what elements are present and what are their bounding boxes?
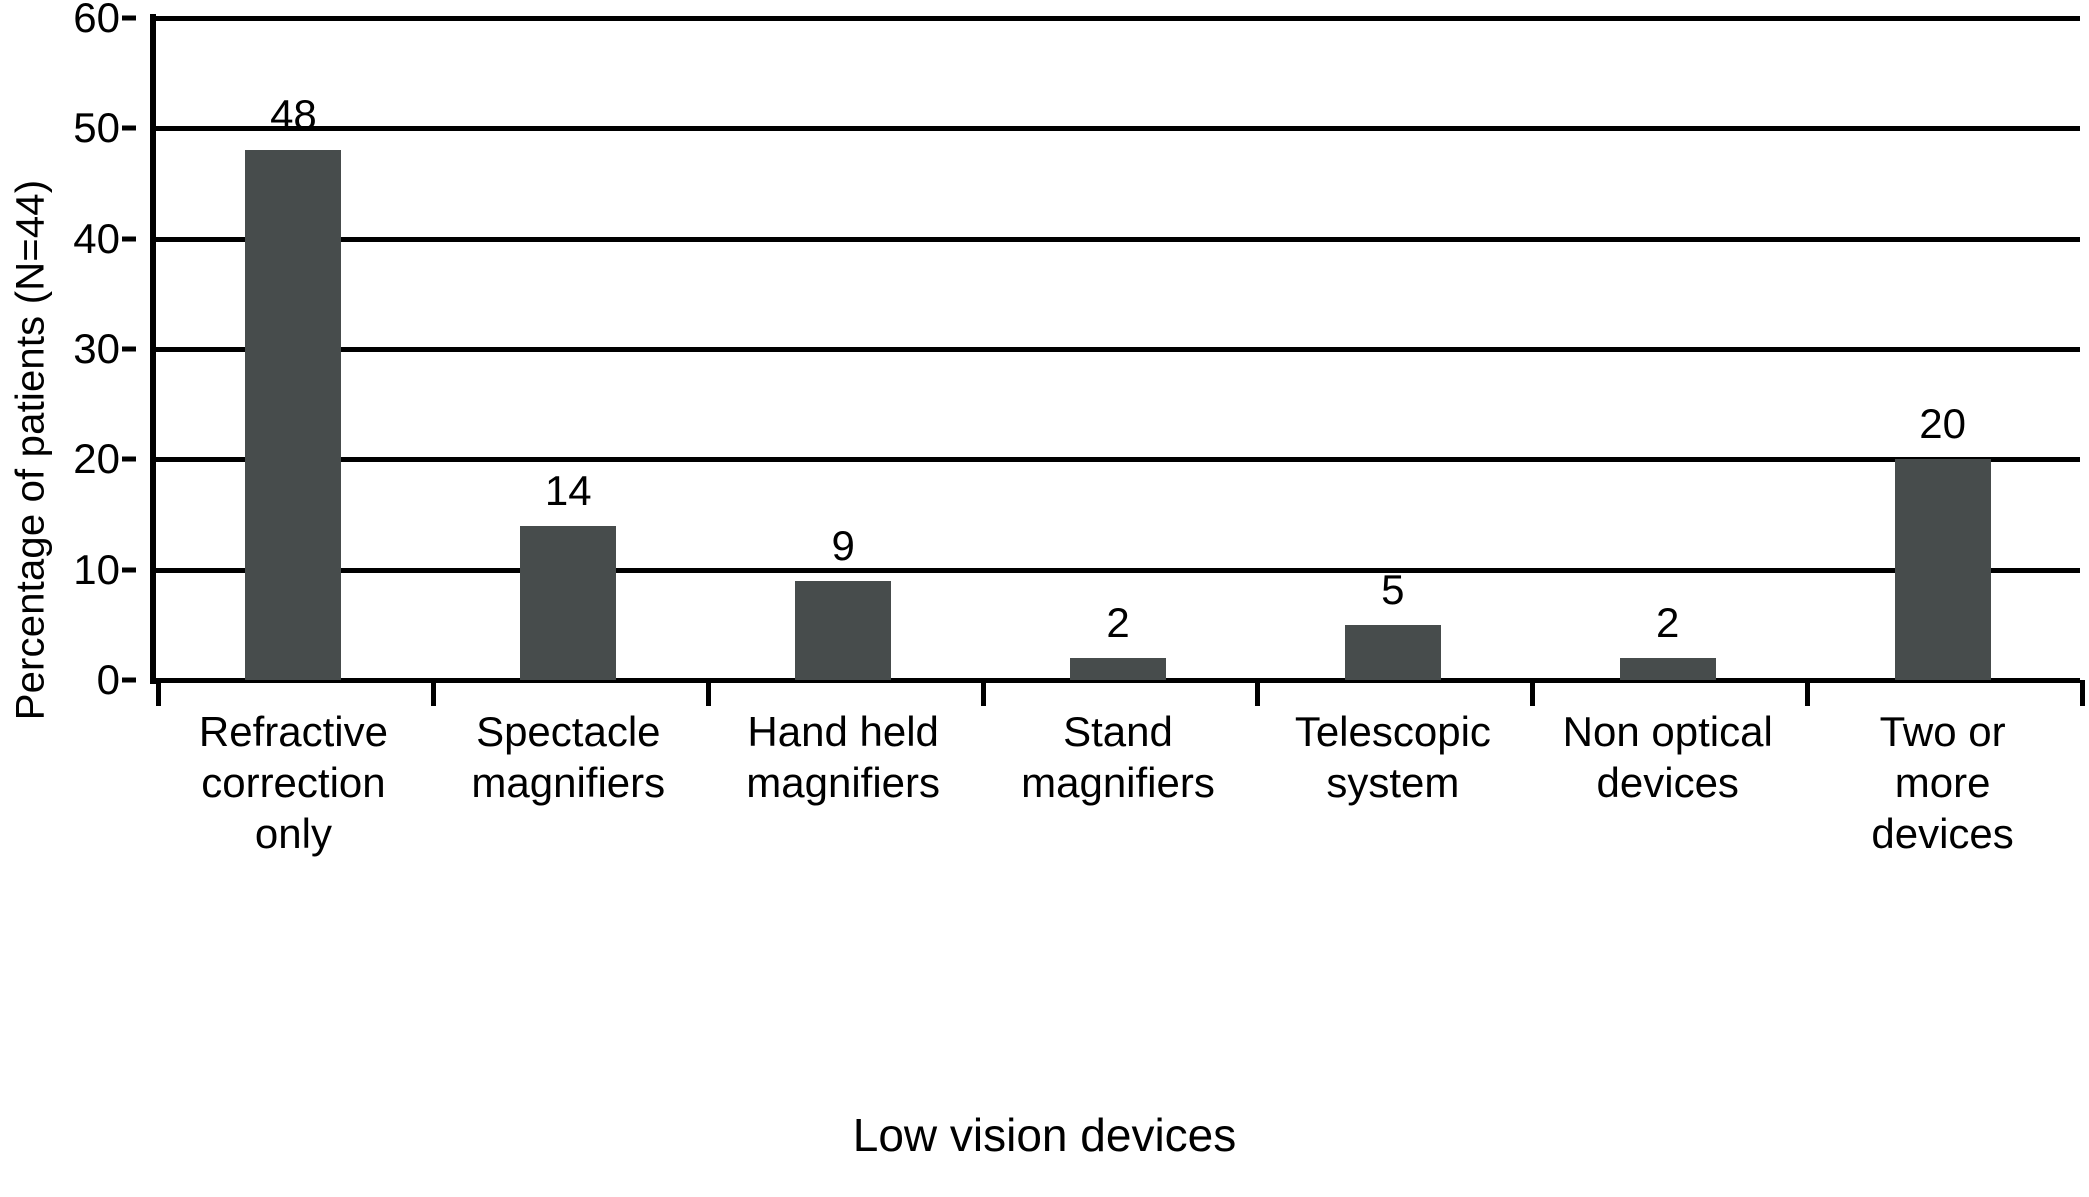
x-axis-tick-mark [980, 680, 986, 706]
bar-slot: 14 [431, 18, 706, 680]
bar-value-label: 2 [1106, 598, 1130, 646]
x-axis-tick-mark [156, 680, 161, 706]
y-axis-title: Percentage of patients (N=44) [0, 0, 60, 900]
bar-slot: 20 [1805, 18, 2080, 680]
x-axis-tick-mark [1255, 680, 1261, 706]
y-axis-tick-label: 60 [73, 0, 120, 41]
x-axis-tick-mark [1805, 680, 1811, 706]
y-axis-title-text: Percentage of patients (N=44) [8, 179, 53, 721]
y-axis-tick-mark [122, 456, 136, 462]
bar-slot: 2 [1530, 18, 1805, 680]
x-axis-category-labels: Refractive correction only Spectacle magn… [156, 706, 2080, 956]
bar-value-label: 9 [831, 521, 855, 569]
y-axis-tick-mark [122, 346, 136, 352]
x-axis-category-label: Non optical devices [1562, 708, 1773, 807]
bar-value-label: 2 [1656, 598, 1680, 646]
y-axis-tick-label: 20 [73, 435, 120, 483]
bar[interactable] [245, 150, 342, 680]
bar-slot: 5 [1255, 18, 1530, 680]
y-axis-tick-mark [122, 236, 136, 242]
bar-value-label: 5 [1381, 565, 1405, 613]
y-axis-tick-label: 0 [96, 656, 120, 703]
bar[interactable] [795, 580, 892, 680]
gridline [150, 126, 2080, 132]
x-axis-title: Low vision devices [852, 1109, 1237, 1161]
x-axis-category-label: Spectacle magnifiers [471, 708, 666, 807]
bar[interactable] [1619, 657, 1716, 680]
bar[interactable] [1894, 459, 1991, 680]
bar-value-label: 48 [270, 91, 317, 139]
x-axis-category-label: Refractive correction only [198, 708, 388, 858]
bar-value-label: 20 [1919, 400, 1966, 448]
bar-series: 48 14 9 2 5 2 20 [156, 18, 2080, 680]
bar[interactable] [1344, 624, 1441, 680]
bar-slot: 9 [706, 18, 981, 680]
gridline [150, 16, 2080, 21]
x-axis-category-label: Two or more devices [1871, 708, 2014, 858]
x-axis-tick-mark [705, 680, 711, 706]
gridline [150, 567, 2080, 573]
x-axis-tick-mark [2080, 680, 2085, 706]
gridline [150, 236, 2080, 242]
bar-slot: 2 [981, 18, 1256, 680]
bar-value-label: 14 [544, 466, 592, 514]
gridline [150, 347, 2080, 352]
y-axis-tick-label: 10 [73, 545, 120, 593]
x-axis-baseline [150, 678, 2080, 683]
y-axis-tick-label: 30 [73, 325, 120, 372]
y-axis-tick-mark [122, 677, 136, 683]
y-axis-tick-label: 50 [73, 104, 120, 152]
y-axis-tick-mark [122, 567, 136, 573]
x-axis-category-label: Hand held magnifiers [746, 708, 941, 807]
bar[interactable] [520, 525, 617, 680]
x-axis-tick-mark [1530, 680, 1536, 706]
x-axis-tick-mark [430, 680, 436, 706]
gridline [150, 457, 2080, 463]
y-axis-tick-mark [122, 125, 136, 131]
y-axis-tick-group: 60 50 40 30 20 10 0 [58, 0, 136, 703]
plot-area: 48 14 9 2 5 2 20 [150, 14, 2080, 684]
bar[interactable] [1070, 657, 1166, 680]
x-axis-category-label: Telescopic system [1294, 708, 1491, 807]
y-axis-tick-mark [122, 15, 136, 21]
x-axis-category-label: Stand magnifiers [1021, 708, 1215, 807]
x-axis-tick-group [150, 680, 2086, 710]
y-axis-tick-label: 40 [73, 214, 120, 262]
bar-slot: 48 [156, 18, 431, 680]
